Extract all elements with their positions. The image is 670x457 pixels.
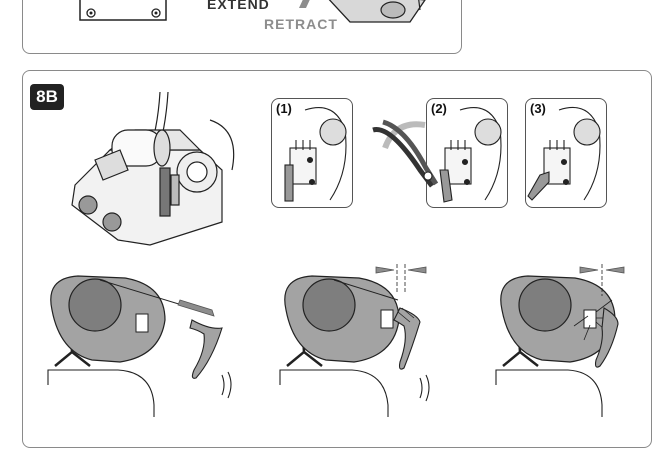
pliers-pivot [423,171,433,181]
bolt-hole [78,195,98,215]
step-3-illustration [527,106,601,201]
gear-wheel [319,118,347,146]
cam-illustration-1 [47,275,232,417]
direction-arrow [177,299,215,317]
switch-body [289,147,317,185]
tab-angled [527,171,550,201]
pliers-handle [382,119,439,186]
switch-tab [170,174,180,206]
step-label-2: (2) [431,101,447,116]
step-1-illustration [284,106,347,202]
screw-icon [562,178,570,186]
motion-lines [221,371,232,399]
cam-wheel [302,278,356,332]
bolt-hole [102,212,122,232]
motor-detail [418,0,421,11]
screw-icon [560,158,568,166]
cable-loop [209,119,235,171]
screw-icon [461,158,469,166]
gear-hub [186,161,208,183]
motor-end [153,129,171,167]
extend-label: EXTEND [207,0,270,12]
gap-arrow-right [605,266,625,274]
switch-tab [380,309,394,329]
direction-arrow [299,0,310,8]
guide-line [333,279,399,301]
screw-icon [463,178,471,186]
gap-arrow-left [579,266,599,274]
step-label-1: (1) [276,101,292,116]
tab-bent [439,169,453,203]
cover-piece [189,319,223,379]
gear-wheel [474,118,502,146]
cover-piece [393,307,421,370]
cam-illustration-2 [279,264,430,417]
step-2-illustration [372,106,502,203]
base-outline [495,369,603,417]
tab-straight [284,164,294,202]
motion-lines [419,374,430,402]
step-label-3: (3) [530,101,546,116]
screw-icon [308,178,316,186]
base-outline [47,369,155,417]
bracket [94,149,129,181]
screw-icon [154,11,158,15]
gear-wheel [573,118,601,146]
base-outline [279,369,389,417]
retract-label: RETRACT [264,16,338,32]
mount-plate [79,0,167,21]
step-badge: 8B [30,84,64,110]
rotation-arrow [382,121,426,150]
motor-wheel [380,1,406,19]
gap-arrow-left [375,266,395,274]
screw-icon [306,156,314,164]
cam-illustration-3 [495,264,625,417]
switch-block [159,167,171,217]
gap-arrow-right [407,266,427,274]
switch-tab [135,313,149,333]
pliers-handle [372,127,434,188]
cover-piece [594,307,619,368]
motor-assembly-illustration [71,91,235,246]
cam-wheel [518,278,572,332]
contact-marks [397,307,415,323]
screw-icon [89,11,93,15]
cam-wheel [68,278,122,332]
